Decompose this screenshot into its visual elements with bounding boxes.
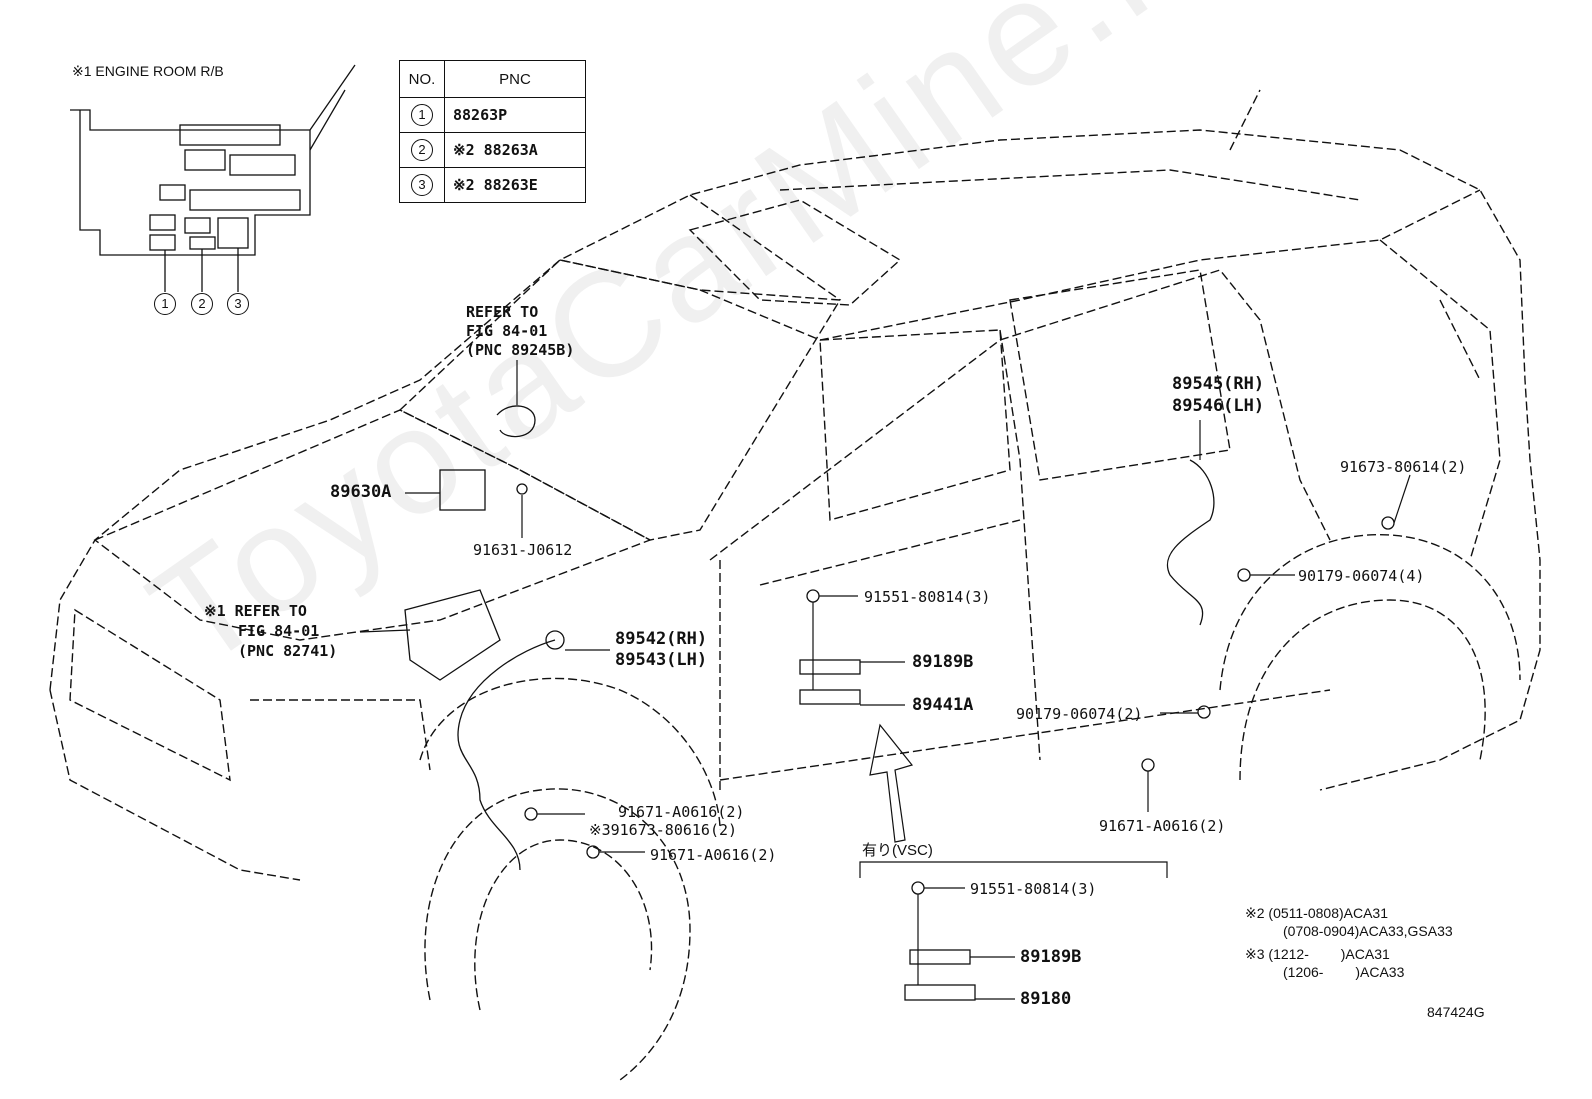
refer-top-line2: FIG 84-01 [466, 322, 548, 340]
part-89180: 89180 [1020, 989, 1072, 1009]
refer-mid-line1: ※1 REFER TO [204, 602, 307, 620]
refer-mid-line2: FIG 84-01 [238, 622, 320, 640]
part-89630A: 89630A [330, 482, 392, 502]
part-91671-b: 91671-A0616(2) [650, 846, 777, 864]
pnc-header-no: NO. [399, 60, 445, 98]
pnc-header-pnc: PNC [444, 60, 586, 98]
note-line1: ※2 (0511-0808)ACA31 [1245, 905, 1389, 921]
part-91551-b: 91551-80814(3) [970, 880, 1097, 898]
row-number: 1 [411, 104, 433, 126]
table-row: 3 ※2 88263E [399, 167, 586, 203]
refer-mid-line3: (PNC 82741) [238, 642, 338, 660]
row-pnc: 88263P [444, 97, 586, 133]
part-90179-a: 90179-06074(4) [1298, 567, 1425, 585]
part-89545: 89545(RH) [1172, 374, 1265, 394]
part-89543: 89543(LH) [615, 650, 708, 670]
part-91671-a: 91671-A0616(2) [618, 803, 745, 821]
relay-circle-2: 2 [191, 293, 213, 315]
row-number: 2 [411, 139, 433, 161]
part-90179-b: 90179-06074(2) [1016, 705, 1143, 723]
row-pnc: ※2 88263E [444, 167, 586, 203]
part-89189B-a: 89189B [912, 652, 974, 672]
refer-top-line3: (PNC 89245B) [466, 341, 575, 359]
relay-circle-1: 1 [154, 293, 176, 315]
part-91673-a: ※391673-80616(2) [589, 821, 738, 839]
part-91673-b: 91673-80614(2) [1340, 458, 1467, 476]
part-91631-J0612: 91631-J0612 [473, 541, 573, 559]
row-pnc: ※2 88263A [444, 132, 586, 168]
note-line3: ※3 (1212- )ACA31 [1245, 946, 1390, 962]
diagram-id: 847424G [1427, 1004, 1485, 1020]
vsc-title: 有り(VSC) [862, 842, 933, 859]
pnc-table: NO. PNC 1 88263P 2 ※2 88263A 3 ※2 88263E [399, 60, 586, 203]
part-89542: 89542(RH) [615, 629, 708, 649]
table-row: 1 88263P [399, 97, 586, 133]
note-line4: (1206- )ACA33 [1283, 964, 1405, 980]
part-89189B-b: 89189B [1020, 947, 1082, 967]
relay-box-title: ※1 ENGINE ROOM R/B [72, 63, 224, 79]
row-number: 3 [411, 174, 433, 196]
relay-circle-3: 3 [227, 293, 249, 315]
refer-top-line1: REFER TO [466, 303, 539, 321]
part-91551-a: 91551-80814(3) [864, 588, 991, 606]
part-91671-c: 91671-A0616(2) [1099, 817, 1226, 835]
note-line2: (0708-0904)ACA33,GSA33 [1283, 923, 1453, 939]
part-89441A: 89441A [912, 695, 974, 715]
part-89546: 89546(LH) [1172, 396, 1265, 416]
table-row: 2 ※2 88263A [399, 132, 586, 168]
